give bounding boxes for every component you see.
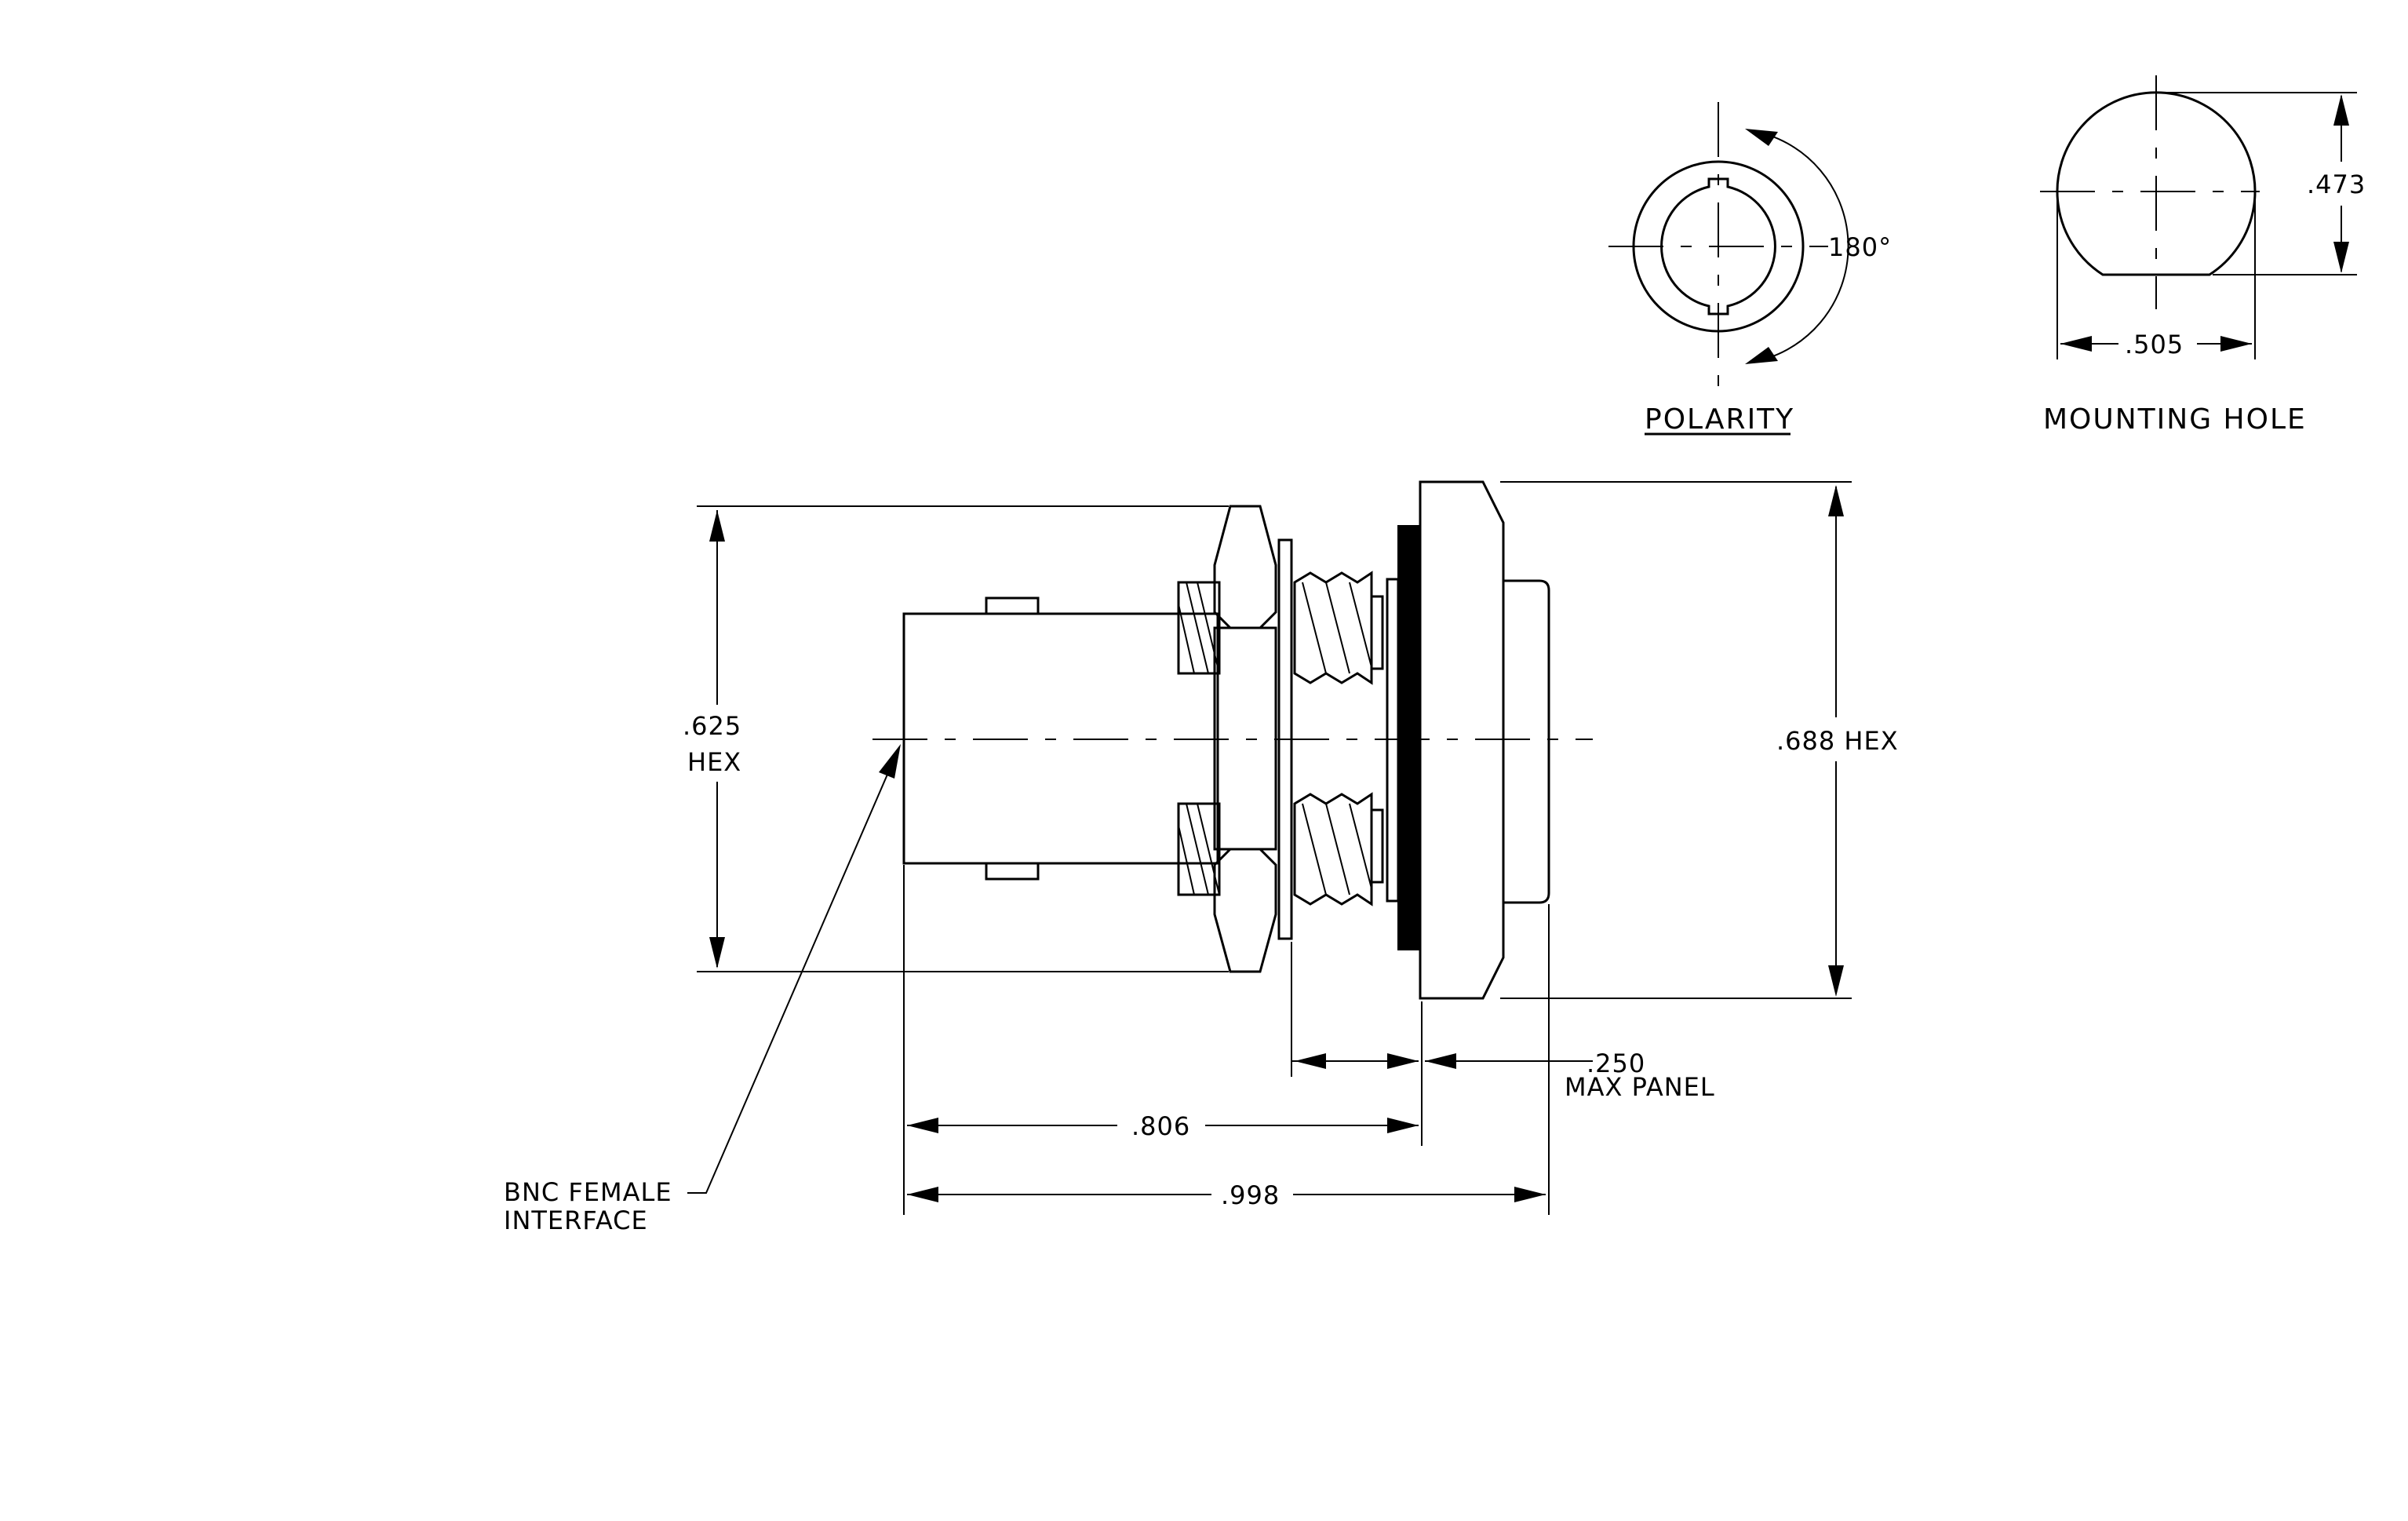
hex-nut [1213, 505, 1277, 973]
extension-lines [697, 481, 1852, 1215]
dim-806-value: .806 [1131, 1111, 1190, 1141]
dim-998: .998 [907, 1180, 1546, 1210]
polarity-title: POLARITY [1645, 403, 1794, 436]
callout-line-1: BNC FEMALE [504, 1177, 672, 1207]
polarity-angle: 180° [1828, 232, 1892, 262]
dim-688-hex: .688 HEX [1776, 485, 1899, 997]
callout-line-2: INTERFACE [504, 1205, 648, 1235]
polarity-view: 180° POLARITY [1608, 102, 1892, 436]
main-side-view: .625 HEX .688 HEX .250 MAX PANEL [504, 480, 1899, 1235]
dim-806: .806 [907, 1111, 1419, 1141]
mounting-title: MOUNTING HOLE [2043, 403, 2307, 436]
right-thread [1293, 571, 1384, 906]
dim-625-hex: .625 HEX [683, 510, 741, 968]
mounting-dim-height: .473 [2307, 170, 2366, 199]
dim-688-label: .688 HEX [1776, 726, 1899, 756]
dim-998-value: .998 [1221, 1180, 1280, 1210]
mounting-hole-view: .473 .505 MOUNTING HOLE [2040, 75, 2366, 436]
gasket [1386, 525, 1421, 950]
dim-250-label: MAX PANEL [1565, 1072, 1715, 1102]
dim-250-panel: .250 MAX PANEL [1291, 1049, 1715, 1102]
dim-625-value: .625 [683, 711, 741, 741]
rear-flange [1419, 480, 1550, 1000]
dim-625-unit: HEX [687, 747, 741, 777]
mounting-dim-width: .505 [2125, 330, 2184, 359]
dim-250-value: .250 [1587, 1049, 1645, 1078]
bnc-callout: BNC FEMALE INTERFACE [504, 744, 901, 1235]
